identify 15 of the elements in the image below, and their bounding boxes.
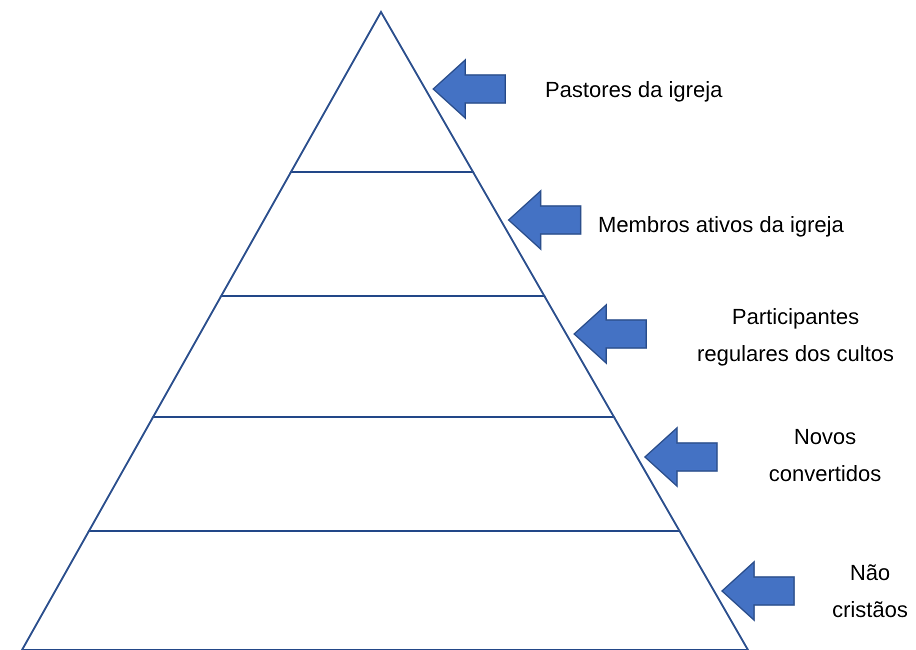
level-label: Participantes regulares dos cultos	[688, 298, 903, 372]
pyramid-layer	[151, 295, 616, 418]
block-arrow	[720, 560, 795, 622]
level-label: Pastores da igreja	[545, 71, 722, 108]
block-arrow	[508, 189, 582, 251]
pyramid-layer	[219, 171, 546, 297]
pyramid-layer	[289, 10, 475, 173]
block-arrow	[644, 426, 718, 488]
pyramid-layer	[20, 530, 750, 650]
block-arrow	[573, 303, 647, 365]
level-label: Novos convertidos	[755, 418, 895, 492]
level-label: Não cristãos	[825, 554, 915, 628]
block-arrow	[432, 58, 506, 120]
level-label: Membros ativos da igreja	[598, 206, 844, 243]
pyramid-layer	[87, 416, 682, 532]
